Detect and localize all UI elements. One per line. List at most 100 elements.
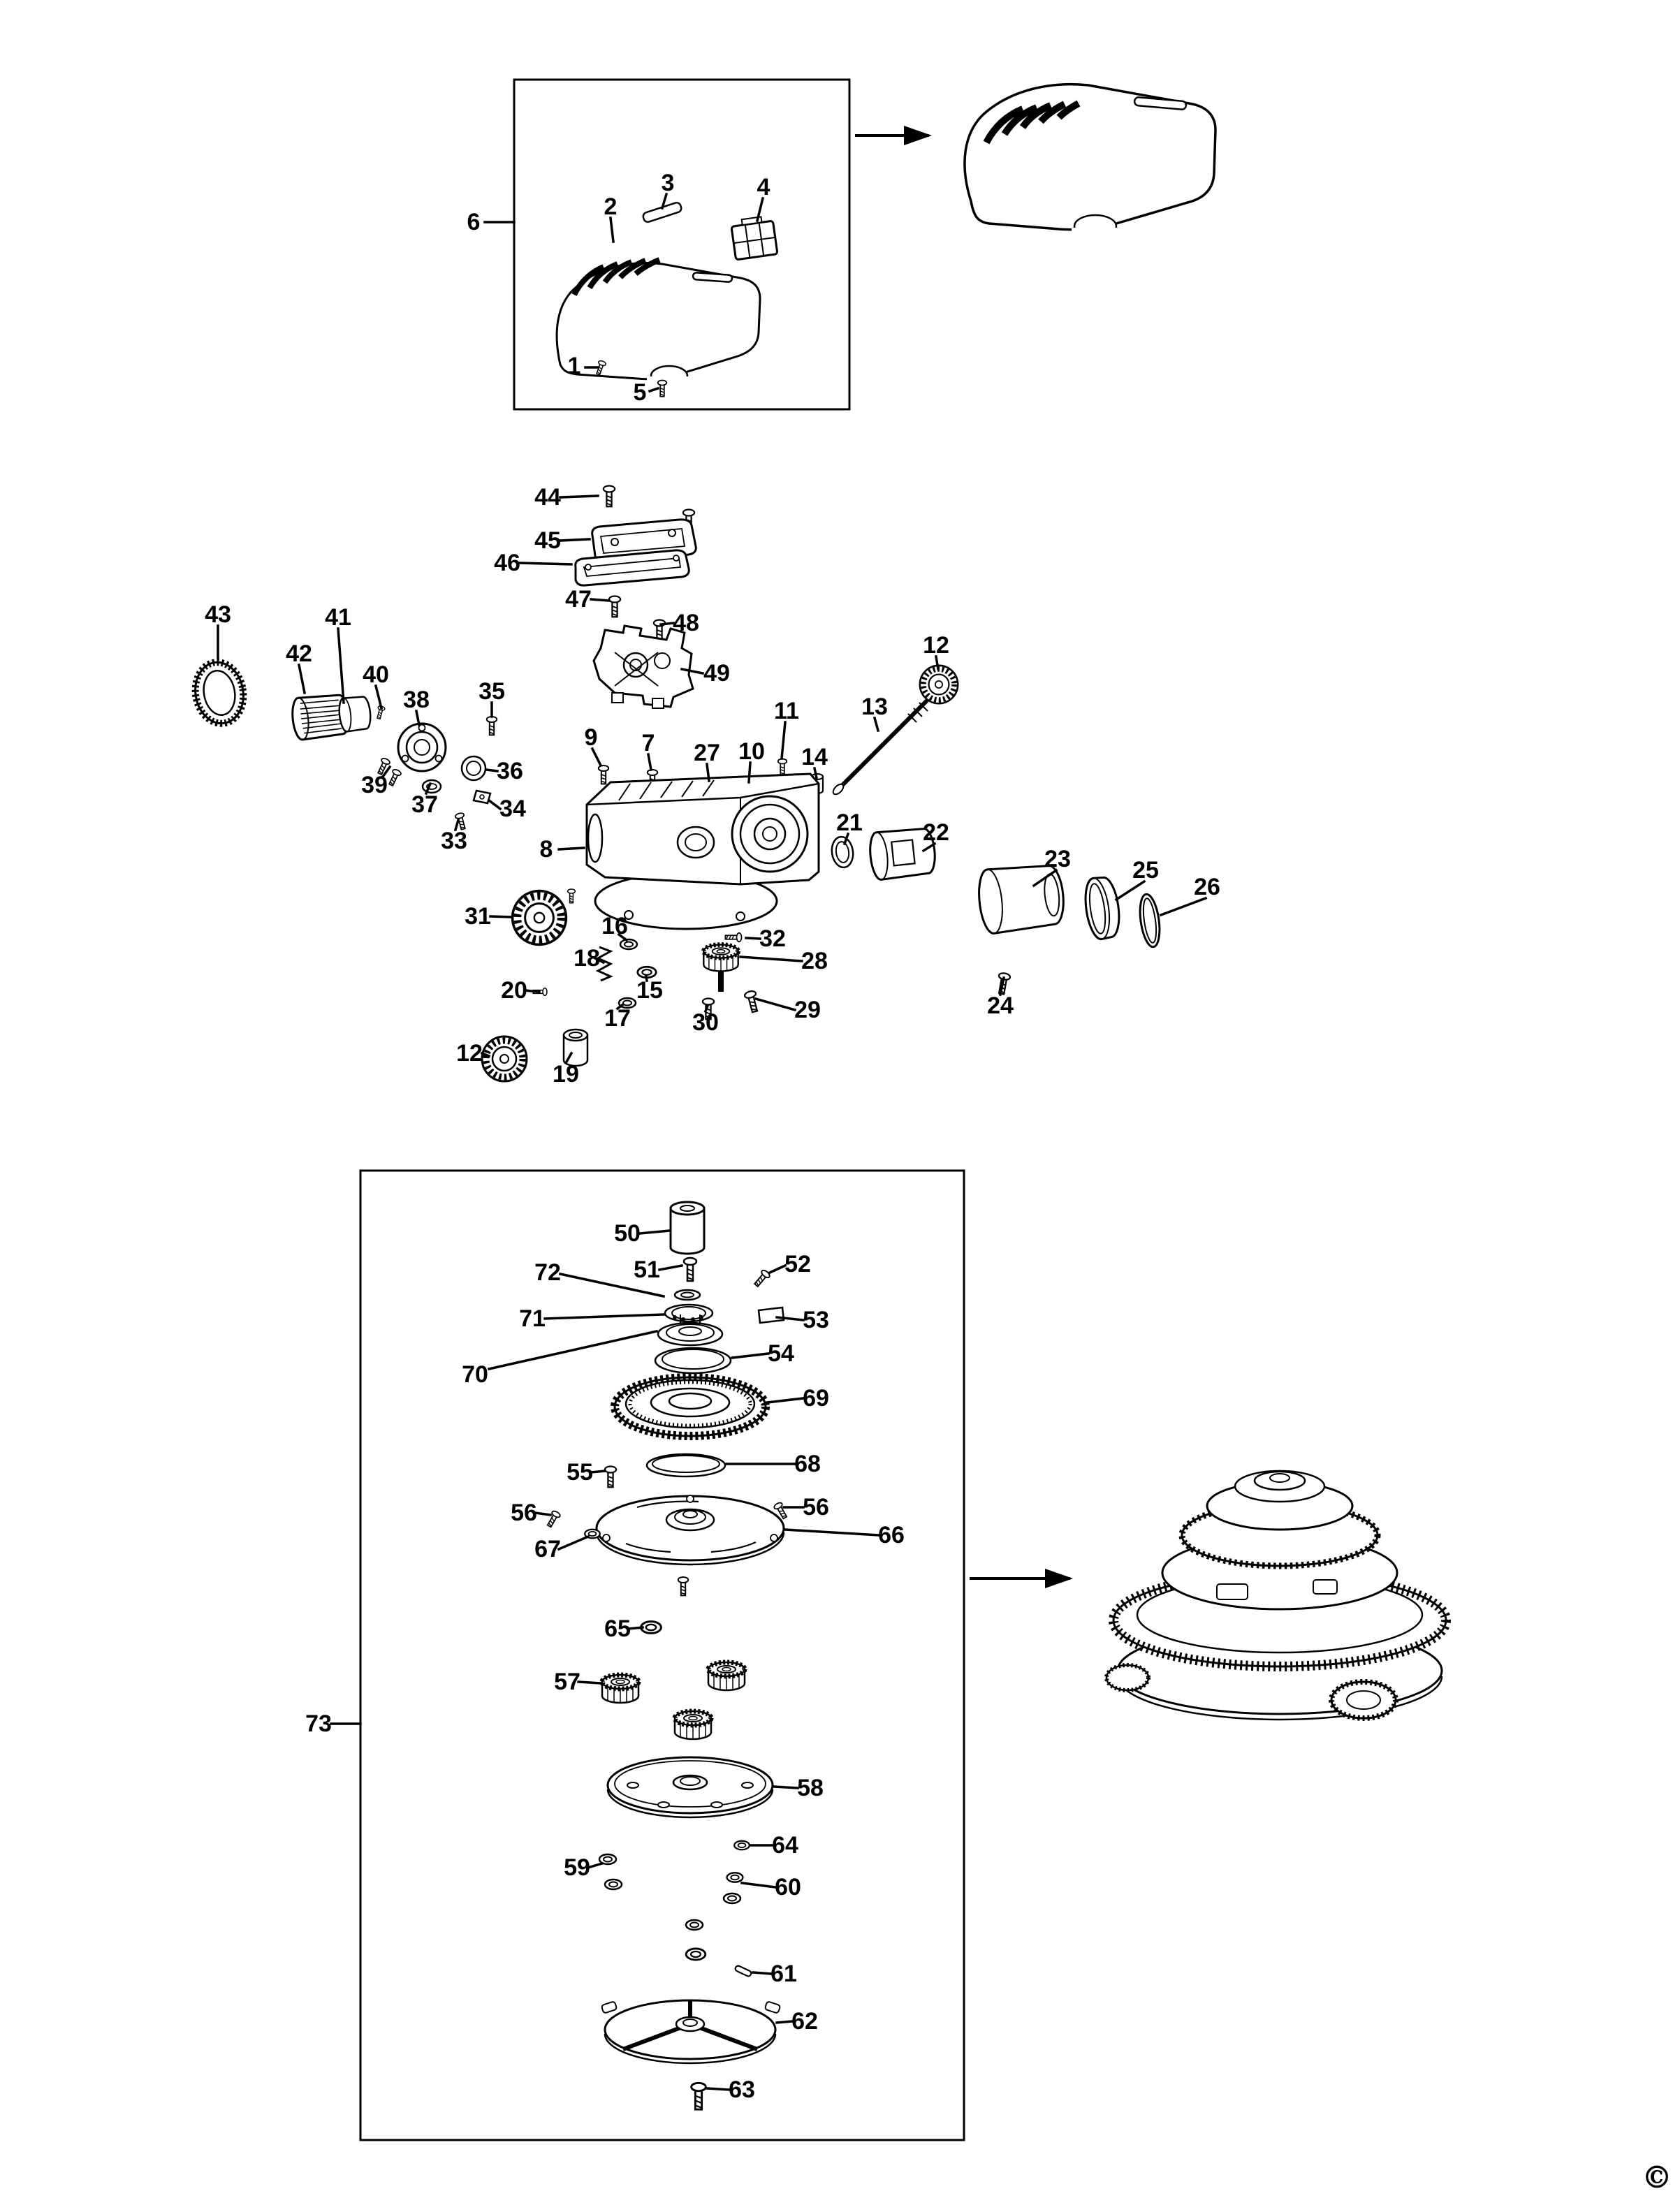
part-label-24: 24: [987, 992, 1014, 1019]
screw-63-drawing: [690, 2081, 707, 2111]
part-label-62: 62: [791, 2008, 818, 2035]
part-label-53: 53: [803, 1307, 829, 1333]
clip-34-drawing: [472, 789, 492, 805]
eyepiece-knob-42-drawing: [291, 694, 350, 741]
part-label-10: 10: [738, 738, 765, 765]
part-label-41: 41: [325, 604, 351, 631]
part-label-18: 18: [574, 945, 600, 972]
part-label-57: 57: [554, 1669, 580, 1695]
sleeve-41-drawing: [338, 696, 372, 733]
part-label-49: 49: [703, 660, 730, 687]
part-label-21: 21: [836, 809, 863, 836]
leveling-knob-left-icon: [1104, 1663, 1151, 1692]
part-label-52: 52: [784, 1251, 811, 1277]
part-label-26: 26: [1194, 874, 1220, 900]
part-label-27: 27: [694, 740, 720, 766]
part-label-59: 59: [564, 1854, 590, 1881]
bearing-stack-70-71-72-drawing: [657, 1289, 724, 1347]
part-label-36: 36: [497, 758, 523, 784]
part-label-12: 12: [456, 1040, 483, 1067]
screw-39b-drawing: [386, 768, 403, 788]
washer-center-drawing: [685, 1919, 704, 1931]
screw-9-drawing: [597, 764, 610, 785]
cap-center-drawing: [685, 1947, 707, 1961]
part-label-19: 19: [553, 1061, 579, 1087]
nut-64-drawing: [733, 1840, 750, 1851]
part-label-42: 42: [286, 640, 312, 667]
part-label-9: 9: [584, 724, 598, 751]
part-label-13: 13: [861, 694, 888, 720]
part-label-50: 50: [614, 1220, 641, 1247]
washer-60b-drawing: [722, 1892, 742, 1905]
pinion-28-drawing: [703, 945, 738, 992]
pin-3-drawing: [642, 202, 682, 223]
part-label-51: 51: [634, 1256, 660, 1283]
bottom-assembly-box: [359, 1169, 965, 2141]
screw-11-drawing: [777, 758, 788, 776]
part-label-5: 5: [633, 379, 647, 406]
washer-16-drawing: [619, 938, 638, 951]
spring-plate-66-drawing: [595, 1495, 785, 1566]
part-label-60: 60: [775, 1874, 801, 1900]
tribrach-62-drawing: [601, 1999, 781, 2065]
part-label-37: 37: [411, 791, 438, 818]
washer-60a-drawing: [726, 1872, 744, 1883]
screw-51-drawing: [682, 1256, 698, 1282]
plate-58-drawing: [606, 1756, 774, 1819]
gasket-46-drawing: [574, 549, 690, 587]
part-label-35: 35: [479, 678, 505, 705]
part-label-31: 31: [465, 903, 491, 930]
part-label-12: 12: [923, 632, 949, 659]
part-label-63: 63: [729, 2076, 755, 2103]
screw-31b-drawing: [567, 888, 576, 904]
screw-52-drawing: [752, 1268, 772, 1289]
knob-12-drawing: [482, 1036, 527, 1081]
base-assembly-drawing: [1104, 1470, 1451, 1721]
plate-53-drawing: [757, 1306, 785, 1324]
lens-cell-38-drawing: [397, 722, 447, 772]
axle-13-drawing: [832, 699, 928, 796]
part-label-48: 48: [673, 610, 699, 636]
part-label-72: 72: [534, 1259, 561, 1286]
ring-21-drawing: [831, 835, 854, 869]
part-label-71: 71: [519, 1305, 546, 1332]
part-label-70: 70: [462, 1361, 488, 1388]
part-label-30: 30: [692, 1009, 719, 1036]
part-label-55: 55: [567, 1459, 593, 1486]
part-label-38: 38: [403, 687, 430, 713]
screw-44-drawing: [602, 485, 616, 508]
cell-23-drawing: [978, 865, 1065, 935]
part-label-17: 17: [604, 1005, 631, 1032]
screw-under-plate-drawing: [677, 1576, 689, 1597]
screw-32-drawing: [724, 932, 743, 943]
knob-31-drawing: [513, 891, 567, 945]
part-label-23: 23: [1044, 846, 1071, 872]
screw-47-drawing: [608, 595, 622, 618]
part-label-4: 4: [757, 174, 770, 200]
ring-54-drawing: [654, 1347, 732, 1375]
screw-35-drawing: [485, 715, 498, 736]
screw-56-left-drawing: [544, 1509, 562, 1529]
end-cover-exploded-drawing: [555, 257, 761, 390]
part-label-45: 45: [534, 527, 561, 554]
leveling-knob-right-icon: [1329, 1679, 1398, 1721]
part-label-20: 20: [501, 977, 527, 1004]
part-label-40: 40: [363, 661, 389, 688]
part-label-14: 14: [801, 744, 828, 770]
part-label-32: 32: [759, 925, 786, 952]
cylinder-50-drawing: [669, 1201, 706, 1255]
part-label-56: 56: [511, 1500, 537, 1526]
copyright-mark: ©: [1642, 2160, 1672, 2196]
pin-61-drawing: [734, 1965, 752, 1977]
part-label-7: 7: [641, 730, 655, 756]
gears-57-drawing: [602, 1662, 745, 1739]
washer-59b-drawing: [604, 1878, 623, 1891]
screw-55-drawing: [604, 1465, 618, 1488]
part-label-68: 68: [794, 1451, 821, 1477]
part-label-64: 64: [772, 1832, 798, 1859]
part-label-1: 1: [567, 353, 581, 379]
o-ring-26-drawing: [1139, 893, 1161, 948]
part-label-8: 8: [539, 836, 553, 863]
